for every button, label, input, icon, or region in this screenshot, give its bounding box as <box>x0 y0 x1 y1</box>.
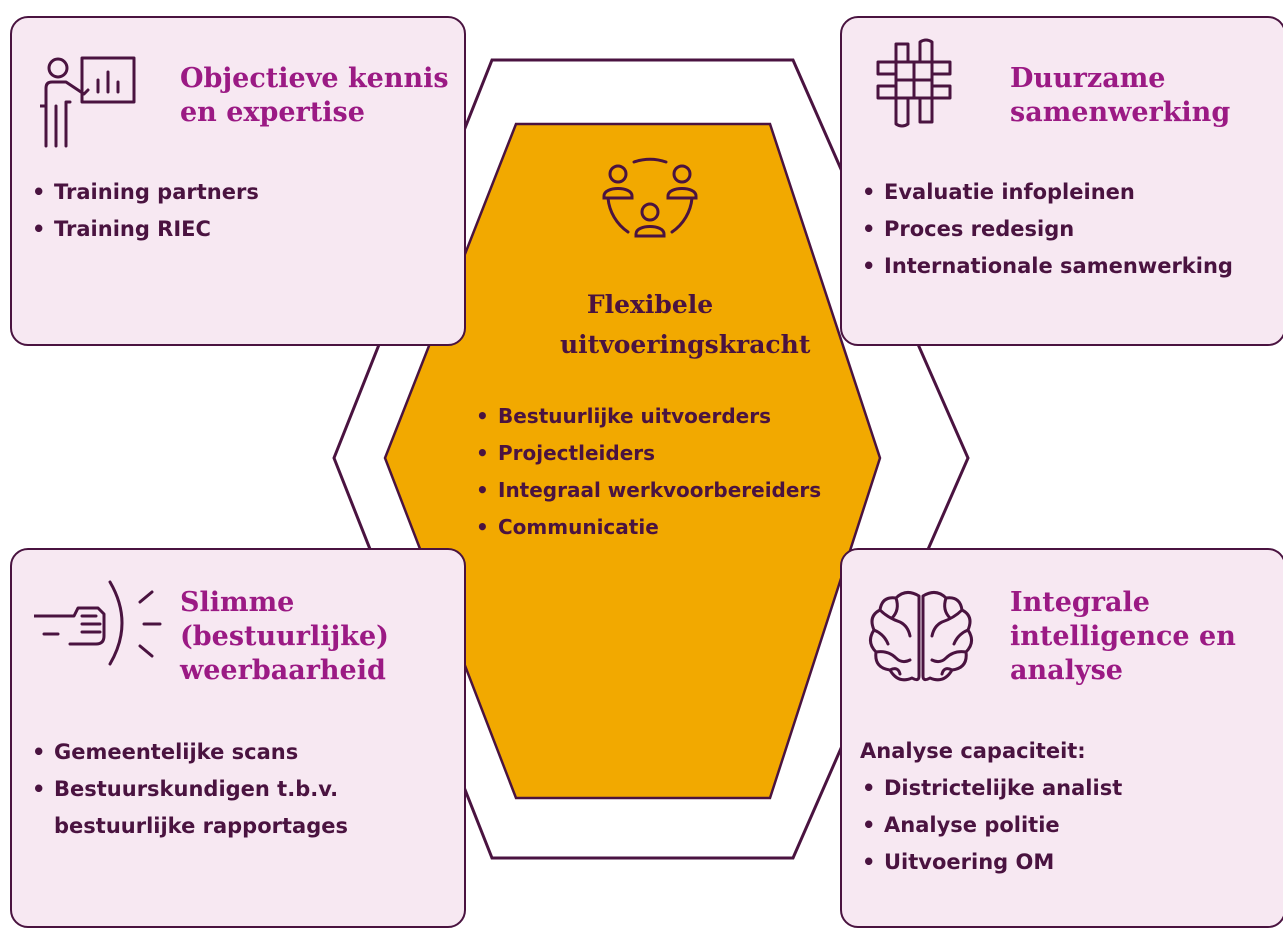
fist-impact-icon <box>34 580 174 666</box>
brain-icon <box>866 588 976 688</box>
card-bullet-list: Districtelijke analist Analyse politie U… <box>858 770 1122 881</box>
center-title-line: Flexibele <box>586 290 714 319</box>
card-bullet-list: Gemeentelijke scans Bestuurskundigen t.b… <box>28 734 348 845</box>
list-item: Gemeentelijke scans <box>28 734 348 771</box>
center-title: Flexibele uitvoeringskracht <box>560 285 811 365</box>
list-item: Bestuurskundigen t.b.v. bestuurlijke rap… <box>28 771 348 845</box>
group-people-icon <box>598 150 702 250</box>
list-item: Training RIEC <box>28 211 259 248</box>
card-title: Integrale intelligence en analyse <box>1010 586 1236 688</box>
card-title-line: Objectieve kennis <box>180 63 449 94</box>
card-title: Objectieve kennis en expertise <box>180 62 449 130</box>
card-bullet-list: Training partners Training RIEC <box>28 174 259 248</box>
card-objectieve-kennis: Objectieve kennis en expertise Training … <box>10 16 466 346</box>
list-item: Bestuurlijke uitvoerders <box>472 398 821 435</box>
card-title: Duurzame samenwerking <box>1010 62 1230 130</box>
card-title-line: intelligence en <box>1010 621 1236 652</box>
list-item-continuation: bestuurlijke rapportages <box>54 814 348 838</box>
list-item: Evaluatie infopleinen <box>858 174 1233 211</box>
card-title-line: Integrale <box>1010 587 1150 618</box>
list-item: Uitvoering OM <box>858 844 1122 881</box>
card-integrale-intelligence: Integrale intelligence en analyse Analys… <box>840 548 1283 928</box>
card-title-line: analyse <box>1010 655 1123 686</box>
card-title-line: en expertise <box>180 97 365 128</box>
card-slimme-weerbaarheid: Slimme (bestuurlijke) weerbaarheid Gemee… <box>10 548 466 928</box>
card-title-line: weerbaarheid <box>180 655 386 686</box>
card-title-line: Slimme <box>180 587 295 618</box>
list-item: Internationale samenwerking <box>858 248 1233 285</box>
list-item: Projectleiders <box>472 435 821 472</box>
center-bullet-list: Bestuurlijke uitvoerders Projectleiders … <box>472 398 821 546</box>
joined-hands-icon <box>874 38 954 128</box>
card-title-line: samenwerking <box>1010 97 1231 128</box>
card-title-line: Duurzame <box>1010 63 1166 94</box>
card-duurzame-samenwerking: Duurzame samenwerking Evaluatie infoplei… <box>840 16 1283 346</box>
card-title: Slimme (bestuurlijke) weerbaarheid <box>180 586 389 688</box>
center-title-line: uitvoeringskracht <box>560 330 811 359</box>
analysis-capacity-label: Analyse capaciteit: <box>860 739 1086 763</box>
card-title-line: (bestuurlijke) <box>180 621 389 652</box>
list-item-text: Bestuurskundigen t.b.v. <box>54 777 339 801</box>
list-item: Analyse politie <box>858 807 1122 844</box>
card-bullet-list: Evaluatie infopleinen Proces redesign In… <box>858 174 1233 285</box>
list-item: Integraal werkvoorbereiders <box>472 472 821 509</box>
presenter-chart-icon <box>40 54 140 150</box>
list-item: Proces redesign <box>858 211 1233 248</box>
list-item: Training partners <box>28 174 259 211</box>
list-item: Districtelijke analist <box>858 770 1122 807</box>
list-item: Communicatie <box>472 509 821 546</box>
